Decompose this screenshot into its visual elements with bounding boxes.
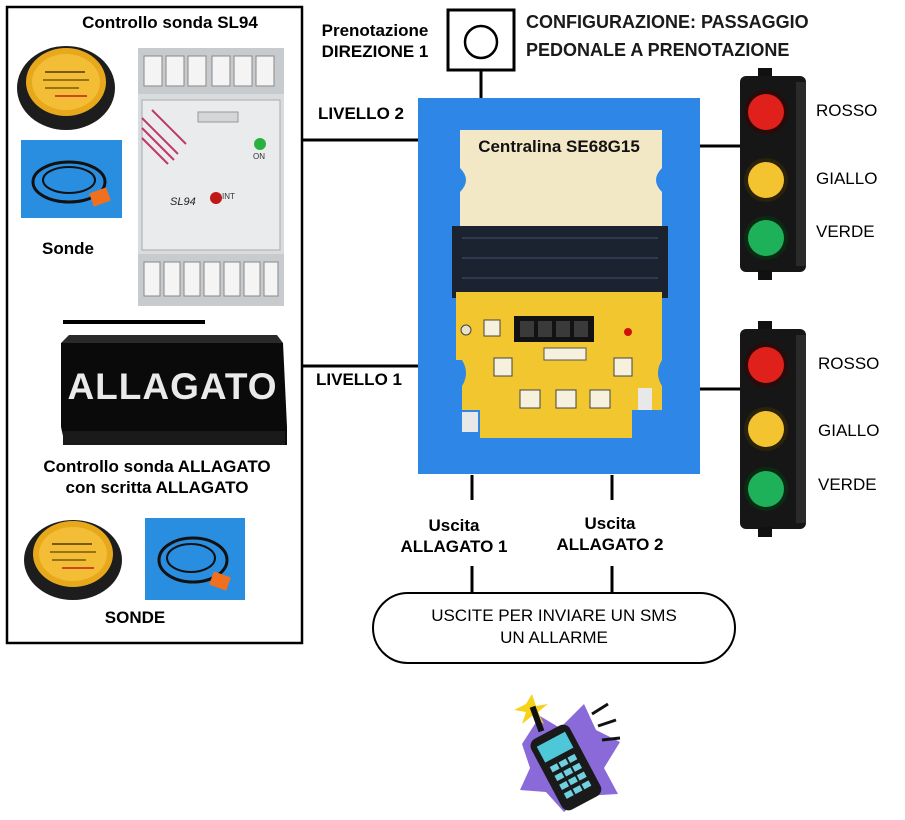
sms-output-box: USCITE PER INVIARE UN SMS UN ALLARME: [372, 592, 736, 664]
booking-label-line-1: Prenotazione: [321, 21, 429, 40]
output-2-label: Uscita ALLAGATO 2: [540, 513, 680, 555]
tl1-yellow-label: GIALLO: [816, 169, 878, 188]
output-1-label: Uscita ALLAGATO 1: [384, 515, 524, 557]
output-1-label-line-2: ALLAGATO 1: [400, 537, 508, 556]
booking-push-button[interactable]: [446, 8, 516, 72]
probe-puck-icon: [17, 46, 115, 130]
probe-puck-icon: [24, 520, 122, 600]
diagram-title: CONFIGURAZIONE: PASSAGGIO PEDONALE A PRE…: [526, 8, 809, 64]
allagato-title: Controllo sonda ALLAGATO con scritta ALL…: [14, 456, 300, 498]
sms-box-line-2: UN ALLARME: [500, 628, 608, 647]
tl1-green-label: VERDE: [816, 222, 875, 241]
sl94-model-label: SL94: [170, 196, 196, 208]
allagato-title-line-1: Controllo sonda ALLAGATO: [43, 457, 271, 476]
controller-title: Centralina SE68G15: [478, 137, 640, 156]
sl94-on-label: ON: [253, 152, 265, 161]
sl94-device: [138, 48, 284, 306]
output-2-label-line-1: Uscita: [584, 514, 636, 533]
tl2-yellow-label: GIALLO: [818, 421, 880, 440]
sonde-label: Sonde: [42, 239, 94, 258]
title-line-2: PEDONALE A PRENOTAZIONE: [526, 40, 790, 60]
booking-label: Prenotazione DIREZIONE 1: [306, 20, 444, 62]
probe-cable-icon: [145, 518, 245, 600]
tl2-red-label: ROSSO: [818, 354, 880, 373]
traffic-light-2: [740, 321, 806, 537]
title-line-1: CONFIGURAZIONE: PASSAGGIO: [526, 12, 809, 32]
booking-label-line-2: DIREZIONE 1: [321, 42, 429, 61]
output-1-label-line-1: Uscita: [428, 516, 480, 535]
allagato-sign-text: ALLAGATO: [67, 366, 278, 407]
mobile-phone-icon: [514, 694, 621, 812]
traffic-light-1: [740, 68, 806, 280]
level-1-label: LIVELLO 1: [316, 370, 402, 389]
level-2-label: LIVELLO 2: [318, 104, 404, 123]
allagato-sign: [61, 335, 287, 445]
probe-cable-icon: [21, 140, 122, 218]
controller-unit: [418, 98, 700, 474]
output-2-label-line-2: ALLAGATO 2: [556, 535, 664, 554]
sms-box-line-1: USCITE PER INVIARE UN SMS: [431, 606, 677, 625]
sl94-int-label: INT: [222, 192, 235, 201]
sonde-label-2: SONDE: [104, 608, 166, 627]
tl1-red-label: ROSSO: [816, 101, 878, 120]
sl94-title: Controllo sonda SL94: [82, 13, 258, 32]
allagato-title-line-2: con scritta ALLAGATO: [65, 478, 249, 497]
tl2-green-label: VERDE: [818, 475, 877, 494]
